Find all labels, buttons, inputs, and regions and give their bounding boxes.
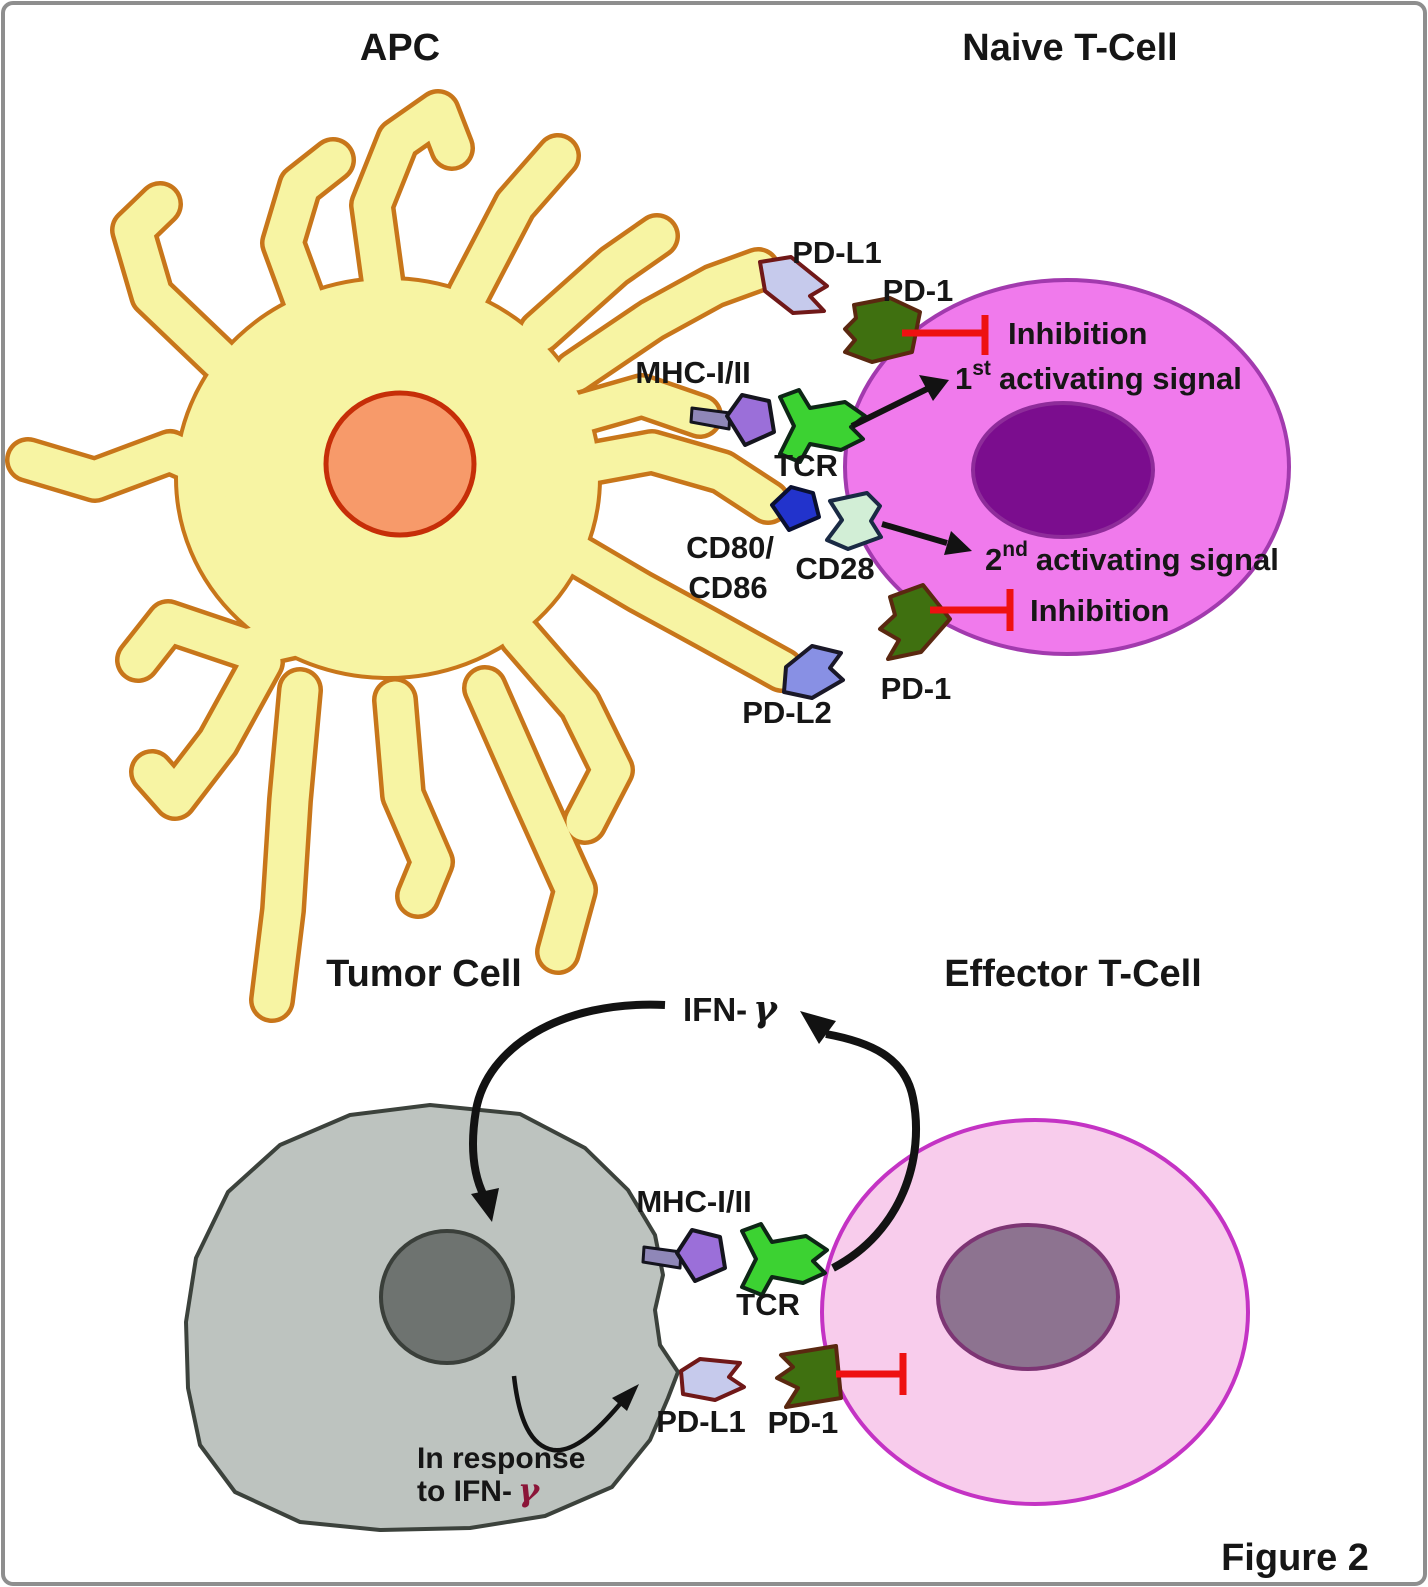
apc-arms-fill bbox=[9, 93, 801, 1019]
pd1-label-lower: PD-1 bbox=[881, 671, 952, 706]
pd1-receptor-bottom bbox=[775, 1344, 843, 1409]
response-to-pdl1-arrow bbox=[511, 1375, 639, 1453]
cd86-label: CD86 bbox=[688, 570, 767, 605]
mhc-stem-top bbox=[689, 406, 732, 431]
inhibition-label-lower: Inhibition bbox=[1030, 593, 1169, 628]
pdl1-receptor-top bbox=[758, 255, 829, 315]
ifn-gamma-label: IFN-γ bbox=[683, 988, 779, 1030]
pdl2-receptor bbox=[782, 644, 845, 700]
effector-tcell-nucleus bbox=[936, 1223, 1120, 1371]
pd1-receptor-upper bbox=[843, 296, 922, 364]
inhibition-label-upper: Inhibition bbox=[1008, 316, 1147, 351]
naive-tcell-nucleus bbox=[971, 401, 1155, 539]
tumor-cell-label: Tumor Cell bbox=[326, 953, 522, 995]
cd80-label: CD80/ bbox=[686, 530, 774, 565]
apc-nucleus bbox=[323, 390, 477, 538]
mhc-receptor-top bbox=[725, 393, 776, 447]
inhibition-tbar-upper bbox=[902, 315, 989, 355]
pdl1-label-top: PD-L1 bbox=[792, 235, 882, 270]
pdl1-receptor-bottom bbox=[679, 1357, 746, 1402]
pd1-receptor-lower bbox=[878, 583, 952, 661]
inhibition-tbar-lower bbox=[930, 589, 1014, 631]
first-activating-arrow bbox=[850, 375, 949, 429]
response-label-line1: In response bbox=[417, 1442, 585, 1475]
pdl1-label-bottom: PD-L1 bbox=[656, 1404, 746, 1439]
mhc-label-top: MHC-I/II bbox=[635, 355, 750, 390]
mhc-stem-bottom bbox=[641, 1245, 683, 1270]
effector-tcell-label: Effector T-Cell bbox=[944, 953, 1202, 995]
cd28-label: CD28 bbox=[795, 551, 874, 586]
tcr-receptor-bottom bbox=[740, 1222, 829, 1297]
figure-number-label: Figure 2 bbox=[1221, 1537, 1369, 1579]
tcr-label-bottom: TCR bbox=[736, 1287, 800, 1322]
second-activating-arrow bbox=[881, 521, 972, 555]
tcr-label-top: TCR bbox=[774, 448, 838, 483]
naive-tcell-label: Naive T-Cell bbox=[962, 27, 1177, 69]
apc-label: APC bbox=[360, 27, 440, 69]
tcr-receptor-top bbox=[778, 388, 867, 464]
cd80-cd86-receptor bbox=[770, 485, 821, 532]
response-label-line2: to IFN-γ bbox=[417, 1471, 541, 1509]
pd1-label-bottom: PD-1 bbox=[768, 1405, 839, 1440]
tcr-to-ifn-gamma-arrow bbox=[800, 1011, 920, 1272]
tumor-nucleus bbox=[379, 1229, 515, 1365]
cd28-receptor bbox=[825, 491, 883, 551]
inhibition-tbar-bottom bbox=[836, 1353, 907, 1395]
pd1-label-upper: PD-1 bbox=[883, 273, 954, 308]
mhc-label-bottom: MHC-I/II bbox=[636, 1184, 751, 1219]
mhc-receptor-bottom bbox=[675, 1228, 727, 1283]
ifn-gamma-to-tumor-arrow bbox=[469, 1000, 666, 1222]
pdl2-label: PD-L2 bbox=[742, 695, 832, 730]
